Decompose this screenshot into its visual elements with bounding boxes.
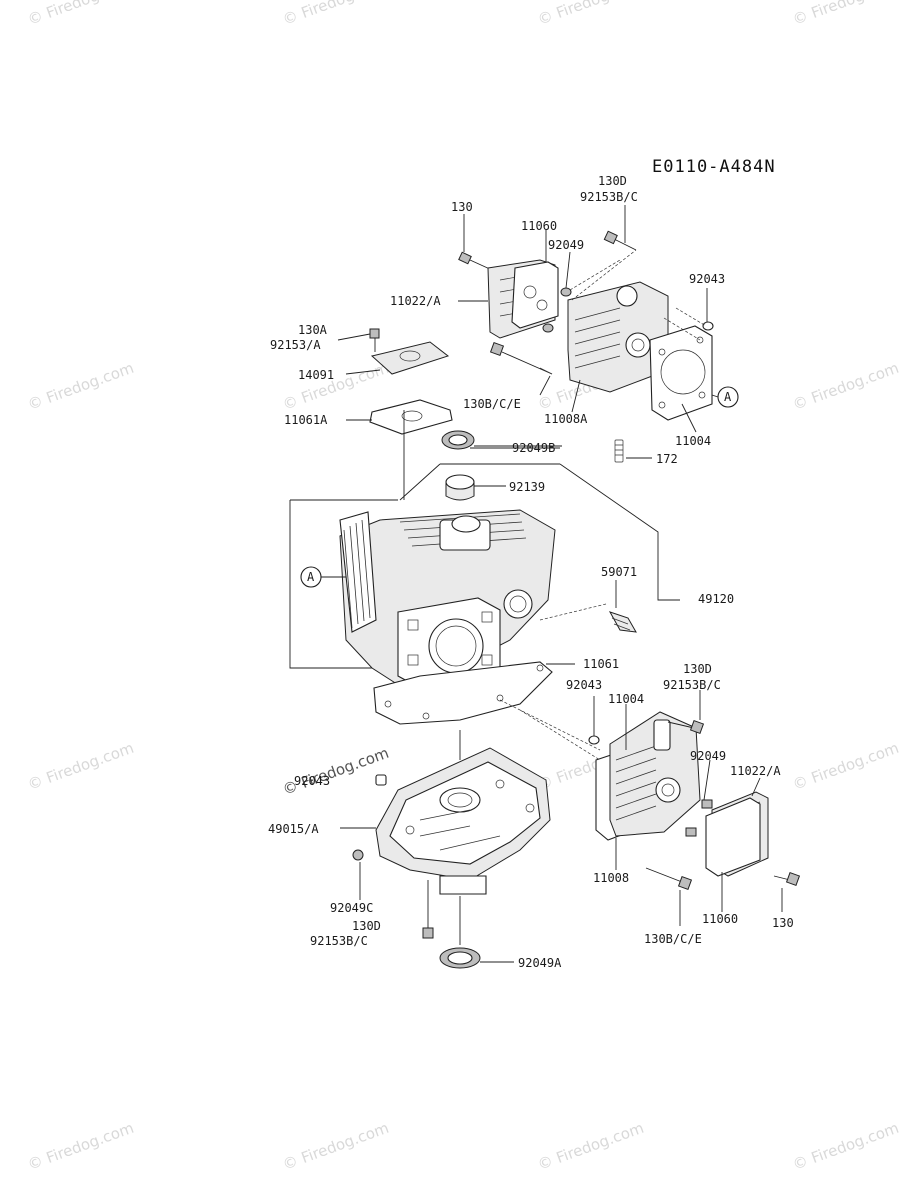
callout-92139: 92139 xyxy=(509,480,545,494)
callout-11061a: 11061A xyxy=(284,413,328,427)
cylinder-head-11008a xyxy=(567,281,669,393)
callout-14091: 14091 xyxy=(298,368,334,382)
dowel-92043 xyxy=(702,321,714,331)
callout-130d: 130D xyxy=(683,662,712,676)
callout-11060: 11060 xyxy=(521,219,557,233)
gasket-11061 xyxy=(373,661,601,761)
callout-92153bc: 92153B/C xyxy=(580,190,638,204)
watermark: © Firedog.com xyxy=(790,0,901,29)
bolt-130d-mid xyxy=(667,690,705,735)
watermark: © Firedog.com xyxy=(280,0,391,29)
callout-130a: 130A xyxy=(298,323,328,337)
bolt-130bce-top xyxy=(489,341,553,375)
callout-130d: 130D xyxy=(352,919,381,933)
callout-11008a: 11008A xyxy=(544,412,588,426)
stud-172 xyxy=(614,439,624,463)
callout-92043: 92043 xyxy=(689,272,725,286)
callout-11061: 11061 xyxy=(583,657,619,671)
washer-92049 xyxy=(560,287,572,297)
breather-plates xyxy=(369,328,453,435)
callout-92153a: 92153/A xyxy=(270,338,321,352)
reference-marker-a-label: A xyxy=(724,390,732,404)
gasket-11022a xyxy=(705,797,761,877)
leader-lines xyxy=(337,214,761,963)
callout-130: 130 xyxy=(451,200,473,214)
plug-92049c xyxy=(352,849,364,861)
callout-11022a: 11022/A xyxy=(730,764,781,778)
bolt-130bce-low xyxy=(645,867,693,926)
callout-92049a: 92049A xyxy=(518,956,562,970)
callout-11004: 11004 xyxy=(675,434,711,448)
callout-92043: 92043 xyxy=(566,678,602,692)
fitting-59071 xyxy=(539,580,637,633)
watermark: © Firedog.com xyxy=(535,1119,646,1174)
head-gasket-11004 xyxy=(649,325,713,421)
bushing-92139 xyxy=(445,474,475,501)
callout-92043: 92043 xyxy=(294,774,330,788)
breather-gasket-11061a xyxy=(369,399,453,435)
callout-59071: 59071 xyxy=(601,565,637,579)
washer-92049 xyxy=(701,799,713,809)
callout-11022a: 11022/A xyxy=(390,294,441,308)
lower-head-assembly xyxy=(588,690,801,926)
watermark: © Firedog.com xyxy=(790,359,901,414)
callout-92049: 92049 xyxy=(548,238,584,252)
dowel-92043 xyxy=(375,774,387,786)
washer-92049 xyxy=(542,323,554,333)
watermark: © Firedog.com xyxy=(280,359,391,414)
callout-92153bc: 92153B/C xyxy=(663,678,721,692)
bolt-130d-top xyxy=(603,205,637,251)
crankcase-49120: A xyxy=(289,410,680,689)
cylinder-head-11008 xyxy=(609,711,701,837)
breather-cover-14091 xyxy=(370,341,450,375)
bolt-130-top xyxy=(458,251,493,271)
bolt-130d-low xyxy=(422,880,434,939)
oil-pan-49015a xyxy=(352,730,551,945)
callout-92153bc: 92153B/C xyxy=(310,934,368,948)
callout-130d: 130D xyxy=(598,174,627,188)
watermark: © Firedog.com xyxy=(25,1119,136,1174)
reference-marker-a-label: A xyxy=(307,570,315,584)
gasket-11022a xyxy=(511,261,559,329)
callout-130bce: 130B/C/E xyxy=(463,397,521,411)
callout-92049c: 92049C xyxy=(330,901,373,915)
oil-seal-92049b xyxy=(441,430,475,450)
callout-92049b: 92049B xyxy=(512,441,555,455)
callout-labels: 130 11060 130D 92153B/C 92049 92043 1102… xyxy=(268,174,794,970)
watermark: © Firedog.com xyxy=(535,0,646,29)
watermark: © Firedog.com xyxy=(25,359,136,414)
watermark: © Firedog.com xyxy=(25,0,136,29)
dowel-92043 xyxy=(588,735,600,745)
callout-130bce: 130B/C/E xyxy=(644,932,702,946)
watermark: © Firedog.com xyxy=(280,1119,391,1174)
watermark: © Firedog.com xyxy=(280,744,391,799)
callout-11060: 11060 xyxy=(702,912,738,926)
watermark: © Firedog.com xyxy=(790,739,901,794)
washer-92049 xyxy=(685,827,697,837)
callout-49015a: 49015/A xyxy=(268,822,319,836)
watermark: © Firedog.com xyxy=(25,739,136,794)
callout-11004: 11004 xyxy=(608,692,644,706)
oil-seal-92049a xyxy=(439,947,481,969)
callout-92049: 92049 xyxy=(690,749,726,763)
bolt-130-low xyxy=(773,871,801,912)
callout-130: 130 xyxy=(772,916,794,930)
callout-11008: 11008 xyxy=(593,871,629,885)
diagram-code: E0110-A484N xyxy=(652,157,776,177)
watermark: © Firedog.com xyxy=(790,1119,901,1174)
bolt-130a xyxy=(369,328,380,339)
callout-49120: 49120 xyxy=(698,592,734,606)
callout-172: 172 xyxy=(656,452,678,466)
top-head-assembly: A xyxy=(458,205,739,463)
